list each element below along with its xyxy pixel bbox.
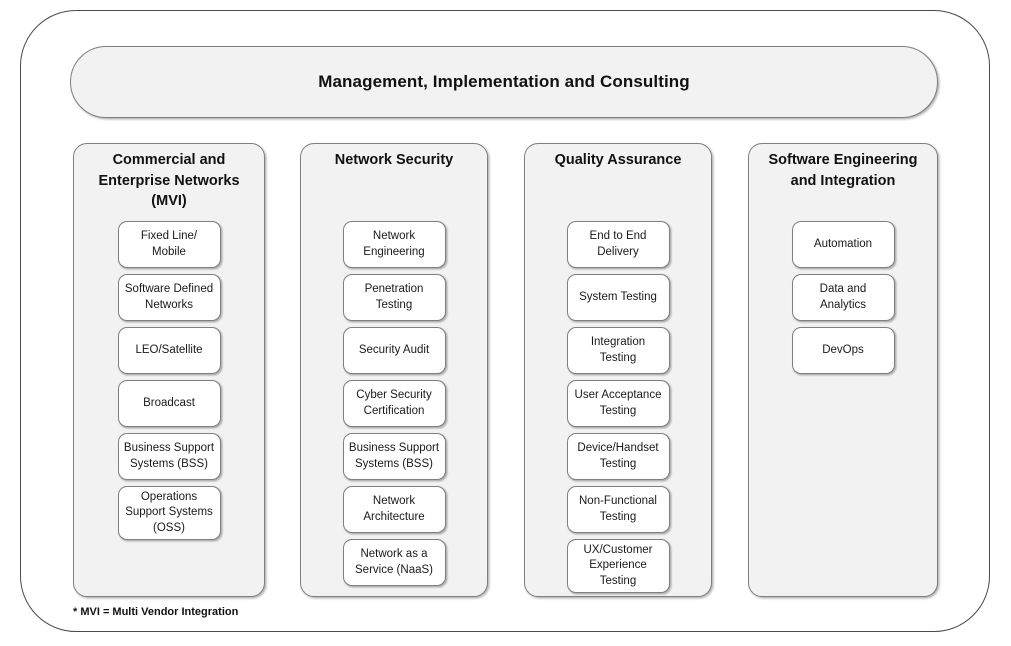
capability-card[interactable]: Network Architecture <box>342 486 446 533</box>
capability-card-label: Data and Analytics <box>819 283 867 311</box>
capability-card-label: System Testing <box>579 290 657 303</box>
capability-card[interactable]: System Testing <box>566 274 670 321</box>
capability-card[interactable]: Integration Testing <box>566 327 670 374</box>
capability-card-label: Network Engineering <box>363 230 425 258</box>
capability-card-label: End to End Delivery <box>589 230 647 258</box>
capability-card[interactable]: Broadcast <box>117 380 221 427</box>
capability-card[interactable]: Business Support Systems (BSS) <box>117 433 221 480</box>
top-banner: Management, Implementation and Consultin… <box>70 46 938 118</box>
capability-card-label: Device/Handset Testing <box>577 442 659 470</box>
column-0: Commercial and Enterprise Networks (MVI)… <box>73 143 265 597</box>
capability-card[interactable]: Network as a Service (NaaS) <box>342 539 446 586</box>
capability-card-label: Cyber Security Certification <box>356 389 432 417</box>
capability-card-label: User Acceptance Testing <box>574 389 662 417</box>
capability-card-label: Broadcast <box>143 396 195 409</box>
capability-card-label: Software Defined Networks <box>124 283 214 311</box>
capability-card-label: Integration Testing <box>590 336 646 364</box>
capability-card-label: Security Audit <box>358 343 430 356</box>
capability-card[interactable]: LEO/Satellite <box>117 327 221 374</box>
capability-card[interactable]: Software Defined Networks <box>117 274 221 321</box>
capability-card-label: Penetration Testing <box>364 283 424 311</box>
banner-title: Management, Implementation and Consultin… <box>318 72 690 91</box>
capability-card-label: Operations Support Systems (OSS) <box>125 491 213 534</box>
capability-card[interactable]: Operations Support Systems (OSS) <box>117 486 221 540</box>
capability-card-label: Business Support Systems (BSS) <box>123 442 215 470</box>
capability-card-label: LEO/Satellite <box>135 343 203 356</box>
column-title: Software Engineering and Integration <box>768 152 918 189</box>
capability-card[interactable]: Business Support Systems (BSS) <box>342 433 446 480</box>
capability-card-label: Network as a Service (NaaS) <box>355 548 433 576</box>
capability-card-label: Fixed Line/ Mobile <box>140 230 198 258</box>
capability-card[interactable]: Fixed Line/ Mobile <box>117 221 221 268</box>
footnote-mvi: * MVI = Multi Vendor Integration <box>73 606 239 618</box>
capability-card-label: Non-Functional Testing <box>579 495 657 523</box>
column-title: Network Security <box>334 152 454 168</box>
capability-card-label: Network Architecture <box>363 495 425 523</box>
capability-card[interactable]: DevOps <box>791 327 895 374</box>
column-title: Commercial and Enterprise Networks (MVI) <box>98 152 240 210</box>
capability-card-label: UX/Customer Experience Testing <box>583 544 653 587</box>
capability-card[interactable]: Automation <box>791 221 895 268</box>
capability-card[interactable]: Device/Handset Testing <box>566 433 670 480</box>
capability-card-label: Business Support Systems (BSS) <box>348 442 440 470</box>
capability-card[interactable]: Network Engineering <box>342 221 446 268</box>
capability-card[interactable]: User Acceptance Testing <box>566 380 670 427</box>
capability-card[interactable]: Penetration Testing <box>342 274 446 321</box>
capability-card[interactable]: UX/Customer Experience Testing <box>566 539 670 593</box>
capability-card[interactable]: Security Audit <box>342 327 446 374</box>
capability-card-label: Automation <box>813 237 873 250</box>
capability-card-label: DevOps <box>822 343 864 356</box>
capability-card[interactable]: End to End Delivery <box>566 221 670 268</box>
column-title: Quality Assurance <box>554 152 682 168</box>
capability-card[interactable]: Data and Analytics <box>791 274 895 321</box>
capability-card[interactable]: Cyber Security Certification <box>342 380 446 427</box>
capability-card[interactable]: Non-Functional Testing <box>566 486 670 533</box>
